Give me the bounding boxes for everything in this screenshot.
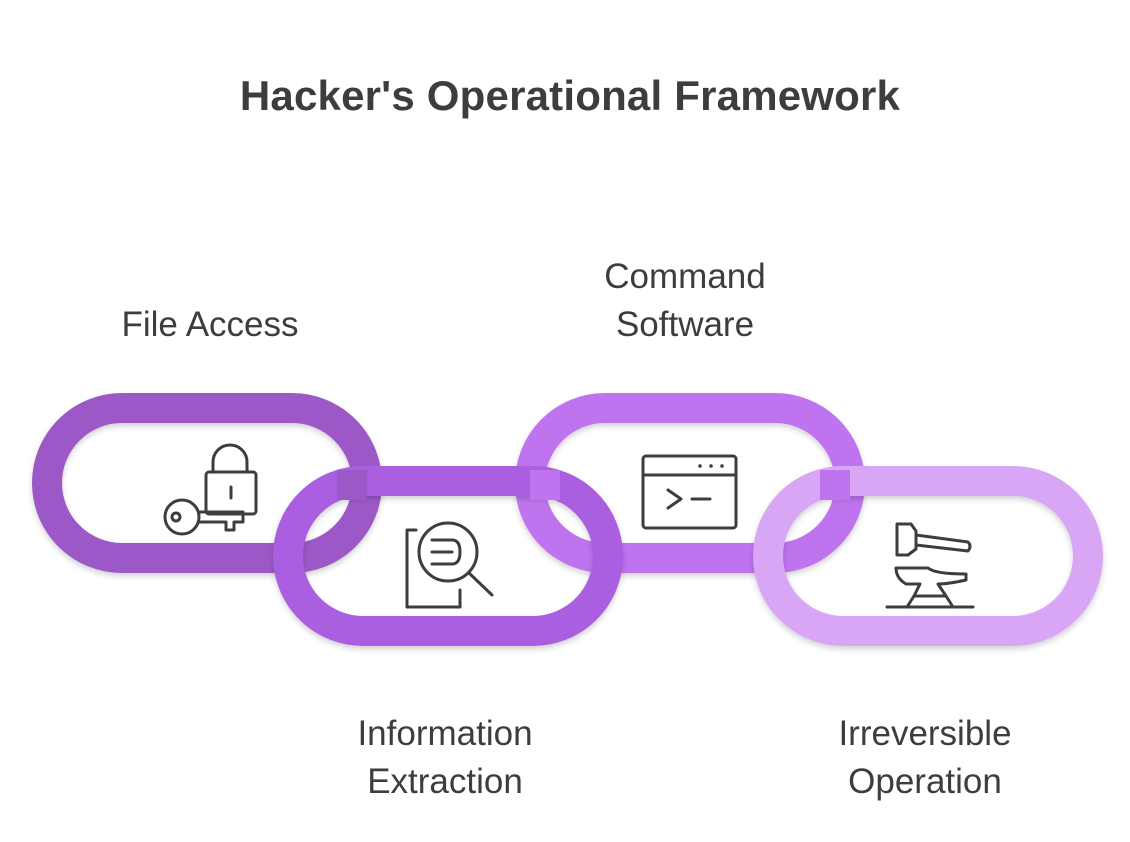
diagram-title: Hacker's Operational Framework <box>239 72 901 119</box>
label-line: Extraction <box>367 762 523 801</box>
label-line: Information <box>357 714 533 753</box>
label-file-access: File Access <box>60 301 360 349</box>
terminal-window-icon <box>641 454 738 530</box>
label-line: Command <box>604 257 766 296</box>
lock-key-icon <box>163 443 258 536</box>
label-information-extraction: Information Extraction <box>295 710 595 806</box>
chain-link-irreversible-operation <box>753 466 1103 646</box>
label-line: Software <box>615 305 755 344</box>
label-line: Irreversible <box>838 714 1012 753</box>
label-line: File Access <box>121 305 299 344</box>
label-command-software: Command Software <box>535 253 835 349</box>
hammer-anvil-icon <box>885 522 975 609</box>
label-line: Operation <box>848 762 1002 801</box>
chain-link-information-extraction <box>273 466 623 646</box>
label-irreversible-operation: Irreversible Operation <box>775 710 1075 806</box>
document-search-icon <box>405 521 494 609</box>
